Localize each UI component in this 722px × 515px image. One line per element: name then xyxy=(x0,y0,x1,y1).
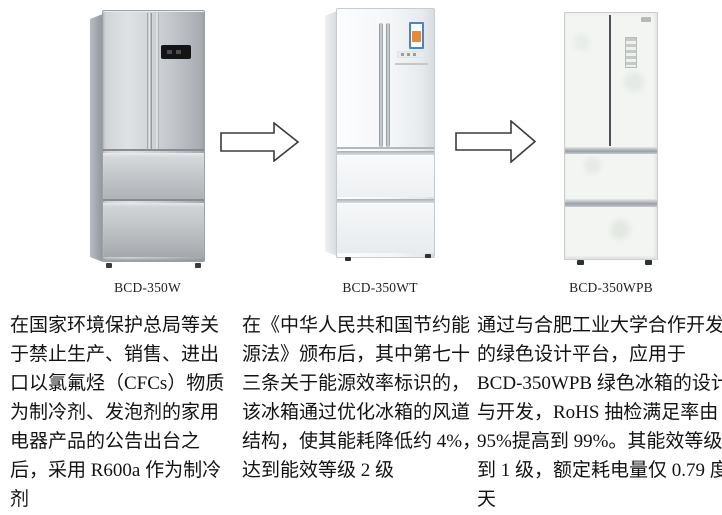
drawer-trim-bar xyxy=(565,147,657,154)
paragraph-line: 天 xyxy=(477,489,497,510)
paragraph-line: 与开发，RoHS 抽检满足率由 xyxy=(477,402,719,423)
door-handle-bar xyxy=(154,13,159,149)
paragraph-line: 源法》颁布后，其中第七十 xyxy=(242,344,471,365)
fridge-french-doors xyxy=(337,9,434,149)
paragraph-line: 口以氯氟烃（CFCs）物质 xyxy=(10,373,225,394)
energy-label-sticker xyxy=(408,22,424,49)
paragraph-line: BCD-350WPB 绿色冰箱的设计 xyxy=(477,373,722,394)
paragraph-line: 达到能效等级 2 级 xyxy=(242,460,395,481)
paragraph-line: 通过与合肥工业大学合作开发 xyxy=(477,315,722,336)
fridge-french-doors xyxy=(103,11,204,151)
description-column-3: 通过与合肥工业大学合作开发 的绿色设计平台，应用于 BCD-350WPB 绿色冰… xyxy=(477,311,722,514)
fridge-image-bcd-350wt xyxy=(325,8,435,261)
right-arrow-icon xyxy=(455,120,537,163)
fridge-image-bcd-350w xyxy=(90,10,205,268)
model-caption-bcd-350w: BCD-350W xyxy=(114,280,181,295)
fridge-body xyxy=(336,8,435,258)
model-caption-bcd-350wt: BCD-350WT xyxy=(342,280,418,295)
paragraph-line: 在国家环境保护总局等关 xyxy=(10,315,220,336)
door-center-seam xyxy=(609,15,612,146)
paragraph-line: 后，采用 R600a 作为制冷 xyxy=(10,460,222,481)
paragraph-line: 95%提高到 99%。其能效等级达 xyxy=(477,431,722,452)
fridge-foot xyxy=(106,263,112,268)
description-column-1: 在国家环境保护总局等关 于禁止生产、销售、进出 口以氯氟烃（CFCs）物质 为制… xyxy=(10,311,240,514)
fridge-side-panel xyxy=(90,14,103,262)
paragraph-line: 于禁止生产、销售、进出 xyxy=(10,344,220,365)
fridge-foot xyxy=(345,257,351,261)
paragraph-line: 剂 xyxy=(10,489,30,510)
temperature-display xyxy=(160,45,191,59)
energy-label-graphic xyxy=(411,31,421,42)
paragraph-line: 该冰箱通过优化冰箱的风道 xyxy=(242,402,471,423)
paragraph-line: 为制冷剂、发泡剂的家用 xyxy=(10,402,220,423)
door-handle-bar xyxy=(147,13,153,149)
temperature-display xyxy=(625,37,637,68)
fridge-foot xyxy=(195,263,201,268)
paragraph-line: 三条关于能源效率标识的， xyxy=(242,373,471,394)
model-caption-bcd-350wpb: BCD-350WPB xyxy=(569,280,653,295)
fridge-image-bcd-350wpb xyxy=(564,12,658,265)
description-column-2: 在《中华人民共和国节约能 源法》颁布后，其中第七十 三条关于能源效率标识的， 该… xyxy=(242,311,482,485)
drawer-trim-bar xyxy=(565,199,657,207)
display-digits xyxy=(401,53,422,56)
paragraph-line: 到 1 级，额定耗电量仅 0.79 度/ xyxy=(477,460,722,481)
door-handle-bar xyxy=(378,23,383,147)
temperature-display xyxy=(397,51,426,58)
fridge-body xyxy=(102,10,205,262)
fridge-foot xyxy=(645,260,652,265)
paragraph-line: 结构，使其能耗降低约 4%， xyxy=(242,431,482,452)
paragraph-line: 电器产品的公告出台之 xyxy=(10,431,201,452)
right-arrow-icon xyxy=(220,122,300,162)
fridge-foot xyxy=(577,260,584,265)
fridge-side-panel xyxy=(325,11,337,256)
fridge-foot xyxy=(425,254,431,258)
brand-logo xyxy=(641,17,651,22)
display-trim-line xyxy=(395,63,429,65)
freezer-drawer-upper xyxy=(103,153,204,201)
paragraph-line: 的绿色设计平台，应用于 xyxy=(477,344,687,365)
freezer-drawer-upper xyxy=(337,151,434,197)
freezer-drawer-lower xyxy=(103,203,204,257)
door-handle-bar xyxy=(386,23,391,147)
paragraph-line: 在《中华人民共和国节约能 xyxy=(242,315,471,336)
display-digits xyxy=(166,50,185,54)
freezer-drawer-lower xyxy=(337,199,434,253)
fridge-body xyxy=(564,12,658,260)
